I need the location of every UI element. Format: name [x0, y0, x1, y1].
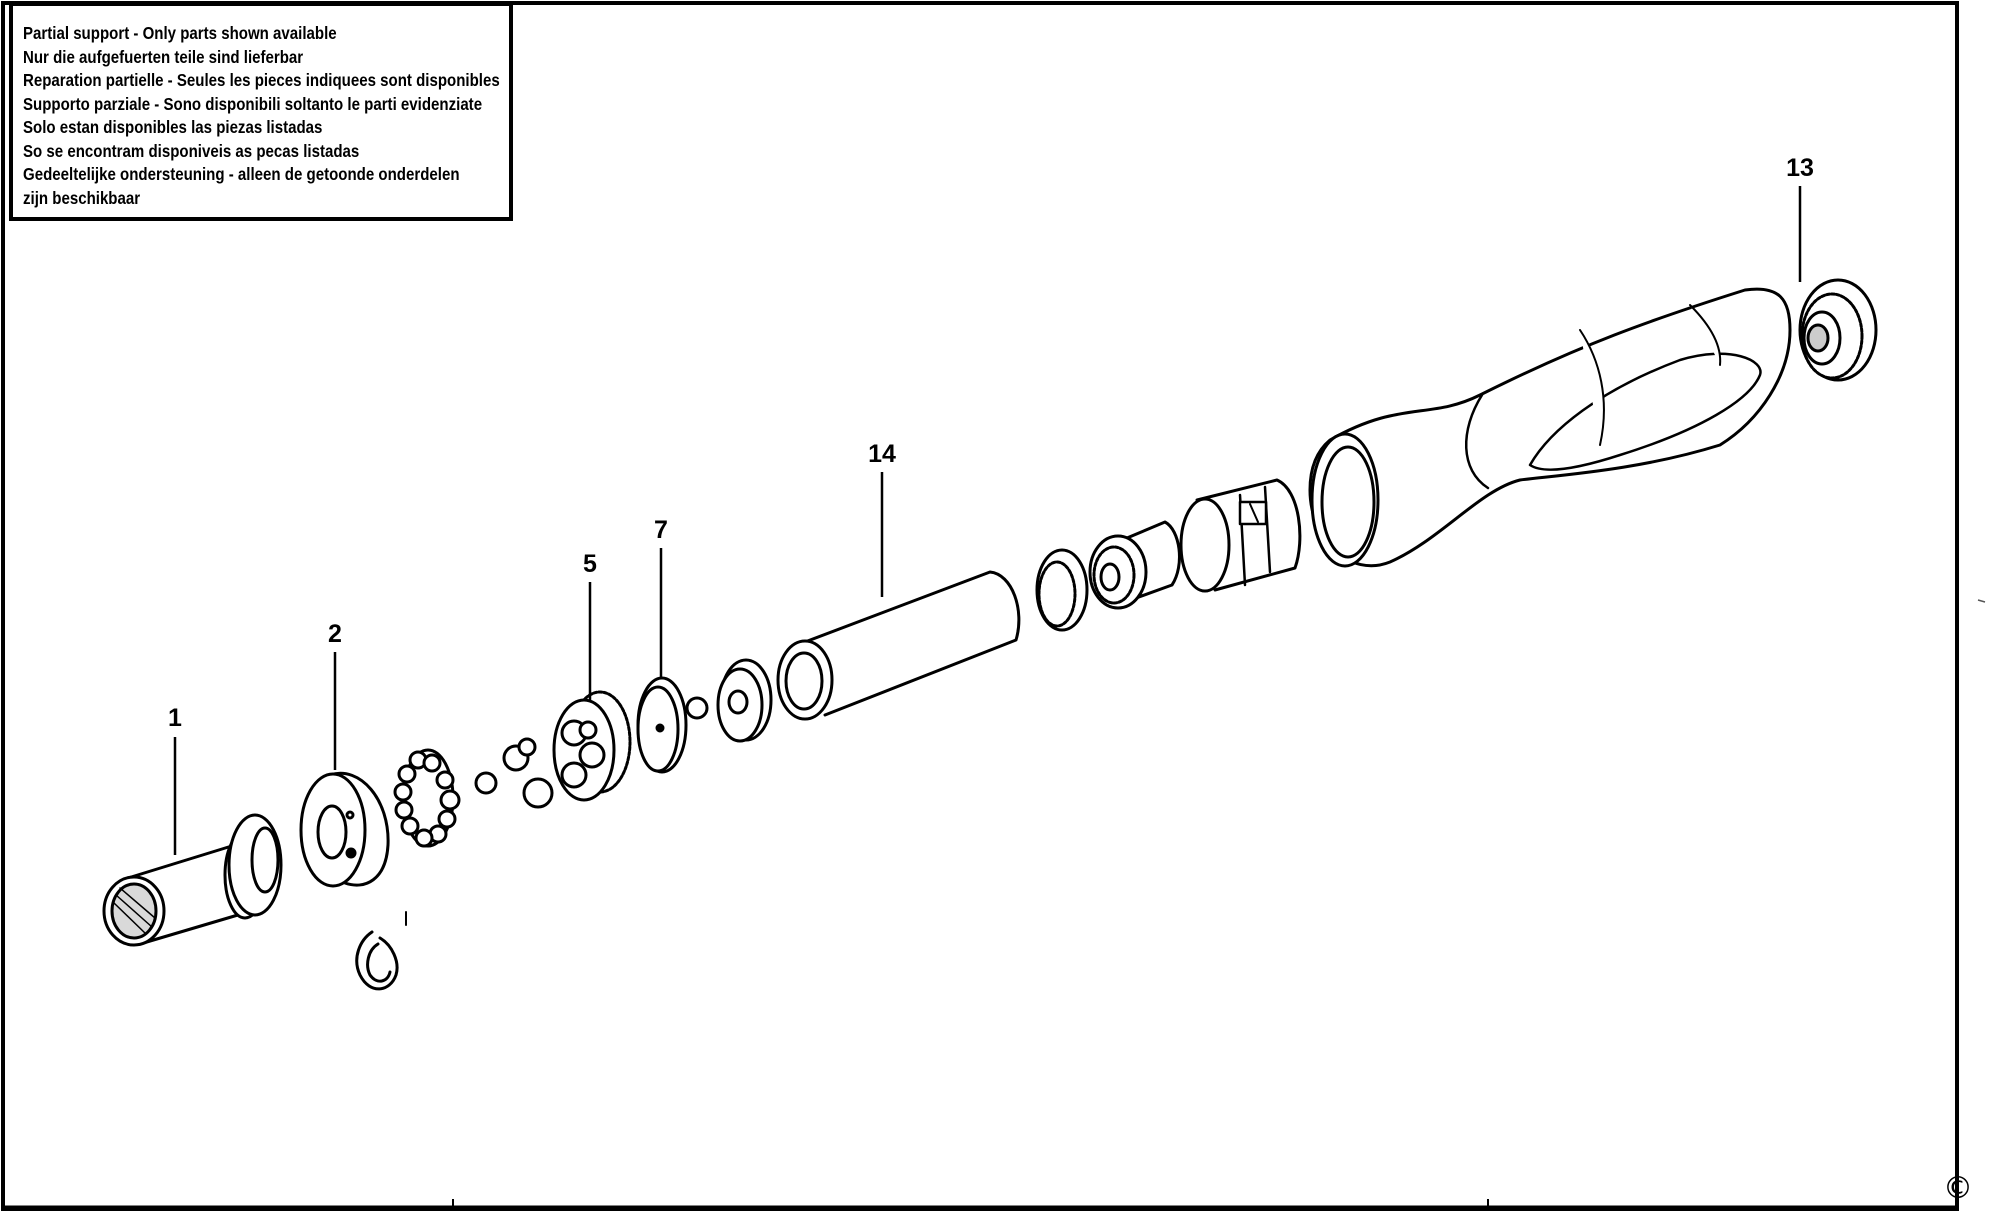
part-7-thrust-washer — [636, 676, 688, 774]
notice-line-nl-cont: zijn beschikbaar — [23, 187, 141, 208]
notice-line-pt: So se encontram disponiveis as pecas lis… — [23, 140, 360, 161]
notice-line-nl: Gedeeltelijke ondersteuning - alleen de … — [23, 164, 460, 184]
copyright-mark: © — [1943, 1171, 1973, 1206]
availability-notice: Partial support - Only parts shown avail… — [9, 2, 513, 221]
ball-cage — [393, 748, 461, 848]
callout-part-2: 2 — [328, 620, 342, 648]
part-14-sleeve-tube — [776, 570, 1021, 721]
part-1-drive-shaft — [102, 813, 283, 947]
part-2-housing-nut — [299, 771, 390, 888]
leader-lines — [173, 186, 1802, 855]
notice-line-fr: Reparation partielle - Seules les pieces… — [23, 70, 500, 90]
edge-mark — [1977, 599, 1986, 603]
part-13-end-cap — [1798, 278, 1878, 382]
slotted-collet — [1179, 478, 1302, 593]
callout-part-14: 14 — [868, 440, 896, 468]
spacer-washer — [716, 658, 773, 743]
callout-part-7: 7 — [654, 516, 668, 544]
retaining-clip — [355, 911, 407, 991]
callout-part-13: 13 — [1786, 154, 1814, 182]
loose-balls — [474, 696, 709, 809]
part-5-gear — [552, 690, 632, 802]
page-border — [1, 1, 1959, 1211]
handle-body — [1308, 287, 1792, 568]
callout-part-5: 5 — [583, 550, 597, 578]
notice-line-it: Supporto parziale - Sono disponibili sol… — [23, 93, 483, 114]
notice-line-de: Nur die aufgefuerten teile sind lieferba… — [23, 46, 304, 67]
notice-line-es: Solo estan disponibles las piezas listad… — [23, 117, 323, 137]
bushing — [1035, 520, 1181, 632]
callout-part-1: 1 — [168, 704, 182, 732]
notice-line-en: Partial support - Only parts shown avail… — [23, 23, 337, 43]
